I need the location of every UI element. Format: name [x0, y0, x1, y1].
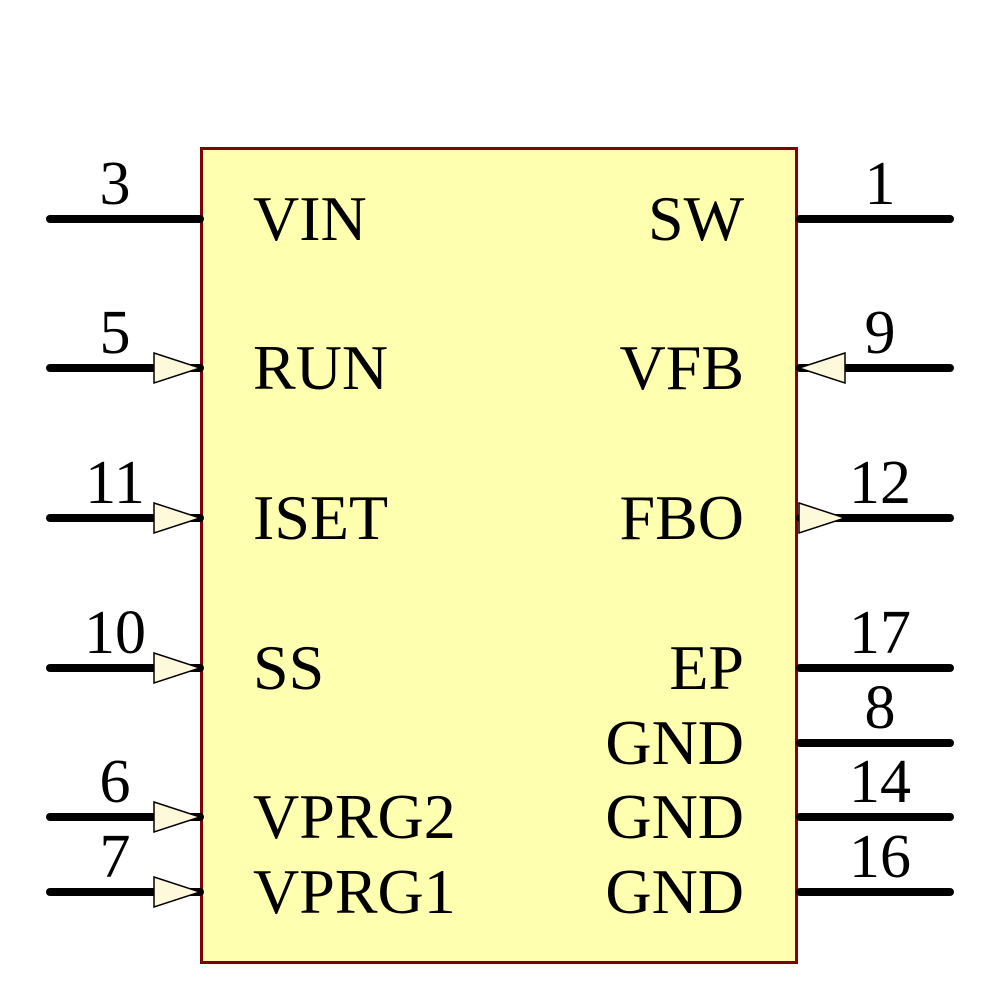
- input-arrow-icon: [153, 800, 202, 834]
- input-arrow-icon: [153, 651, 202, 685]
- pin-label-gnd-8: GND: [605, 707, 744, 778]
- pin-number: 8: [864, 674, 896, 742]
- pin-line: [46, 364, 204, 372]
- input-arrow-icon: [153, 351, 202, 385]
- pin-line: [796, 739, 954, 747]
- pin-line: [796, 215, 954, 223]
- pin-label-iset: ISET: [253, 482, 389, 553]
- pin-line: [46, 514, 204, 522]
- pin-number: 7: [99, 823, 131, 891]
- ic-body: [200, 147, 798, 964]
- pin-line: [46, 664, 204, 672]
- pin-number: 10: [84, 599, 146, 667]
- pin-label-gnd-16: GND: [605, 856, 744, 927]
- pin-number: 14: [849, 748, 911, 816]
- pin-number: 12: [849, 449, 911, 517]
- pin-label-vprg2: VPRG2: [253, 781, 456, 852]
- pin-line: [796, 664, 954, 672]
- pin-label-gnd-14: GND: [605, 781, 744, 852]
- input-arrow-icon: [153, 501, 202, 535]
- pin-number: 5: [99, 299, 131, 367]
- input-arrow-icon: [153, 875, 202, 909]
- pin-line: [46, 813, 204, 821]
- pin-line: [796, 813, 954, 821]
- pin-line: [46, 888, 204, 896]
- pin-number: 11: [85, 449, 145, 517]
- pin-label-ss: SS: [253, 632, 325, 703]
- pin-number: 6: [99, 748, 131, 816]
- pin-number: 3: [99, 150, 131, 218]
- input-arrow-icon: [797, 351, 846, 385]
- pin-line: [796, 514, 954, 522]
- pin-line: [46, 215, 204, 223]
- pin-label-sw: SW: [648, 183, 744, 254]
- pin-number: 17: [849, 599, 911, 667]
- pin-label-fbo: FBO: [619, 482, 745, 553]
- pin-label-vprg1: VPRG1: [253, 856, 456, 927]
- pin-line: [796, 888, 954, 896]
- pin-label-vin: VIN: [253, 183, 367, 254]
- pin-label-ep: EP: [669, 632, 744, 703]
- pin-line: [796, 364, 954, 372]
- pin-label-run: RUN: [253, 332, 389, 403]
- pin-number: 16: [849, 823, 911, 891]
- pin-label-vfb: VFB: [619, 332, 745, 403]
- pin-number: 9: [864, 299, 896, 367]
- pin-number: 1: [864, 150, 896, 218]
- output-arrow-icon: [798, 501, 847, 535]
